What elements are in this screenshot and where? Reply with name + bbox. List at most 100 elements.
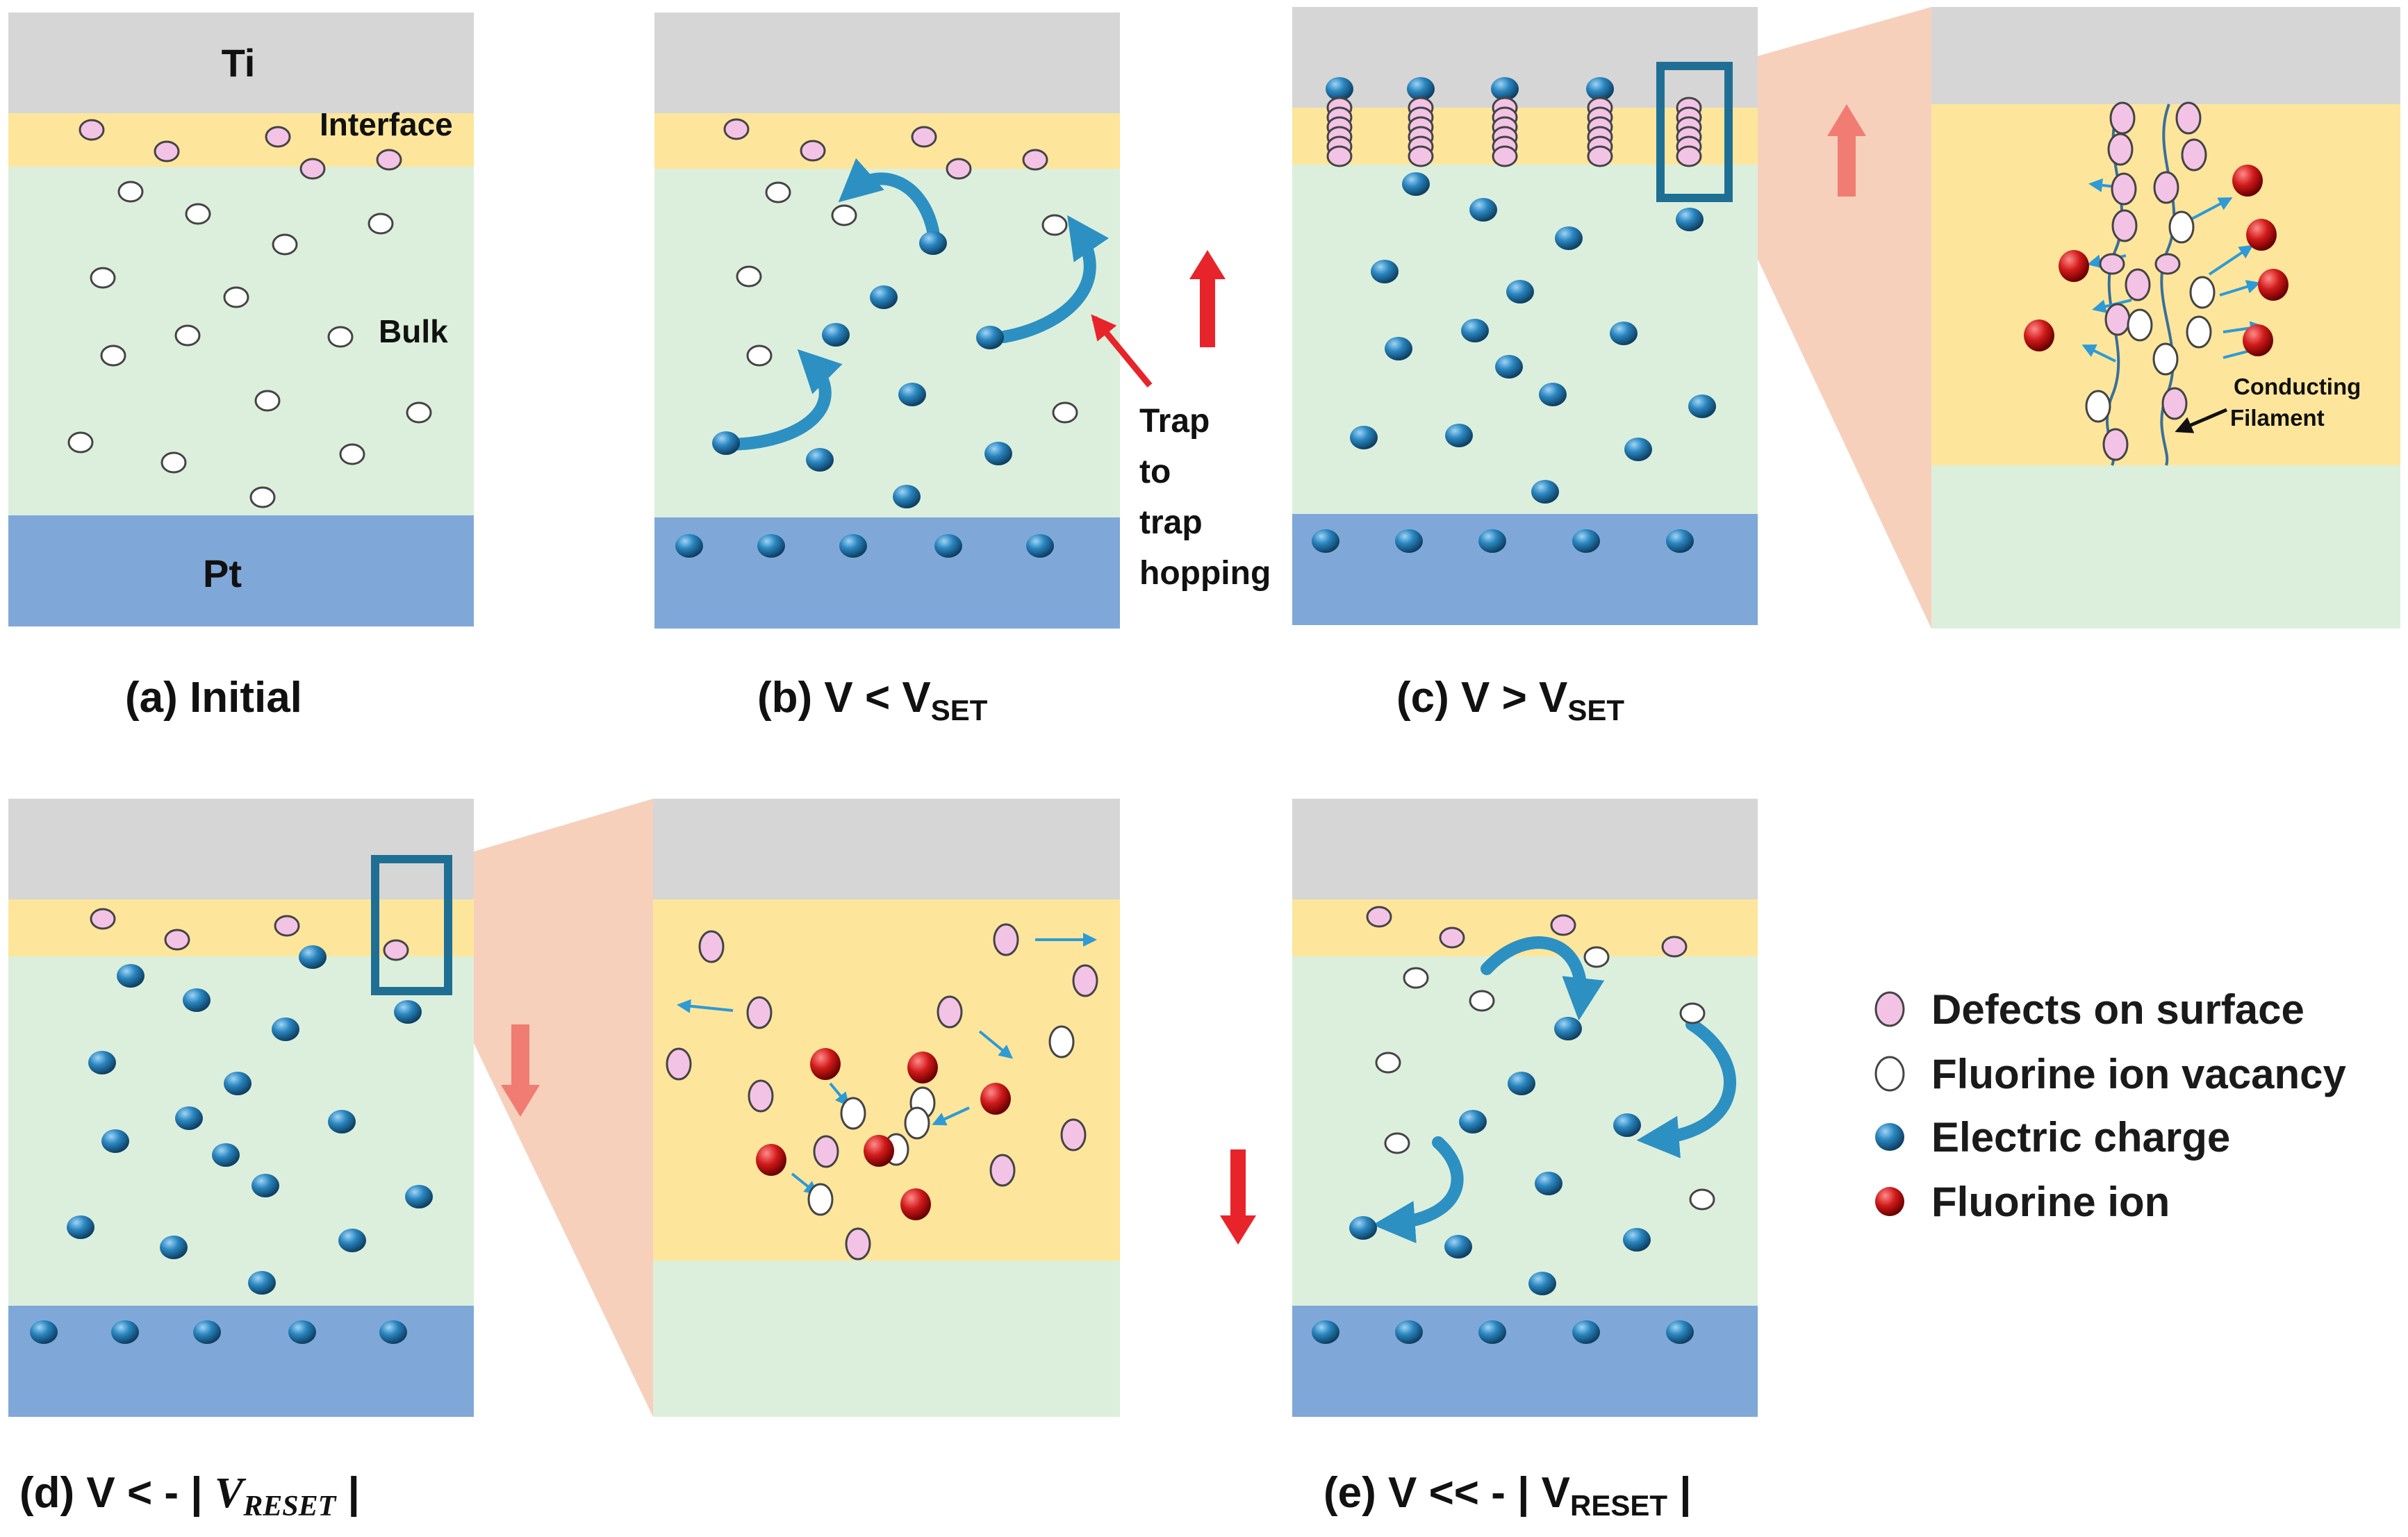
caption-d: (d) V < - | VRESET |	[19, 1469, 360, 1522]
charge-particle	[1469, 198, 1497, 222]
caption-d-var: V	[215, 1470, 247, 1517]
charge-particle	[1478, 529, 1506, 553]
legend-vacancy-label: Fluorine ion vacancy	[1931, 1051, 2346, 1097]
defect-particle	[2161, 387, 2188, 420]
charge-particle	[1572, 529, 1600, 553]
defect-particle	[79, 119, 105, 141]
charge-particle	[379, 1320, 407, 1344]
defect-particle	[1661, 936, 1688, 958]
defect-particle	[698, 930, 725, 963]
vacancy-particle	[1375, 1052, 1401, 1074]
defect-particle	[154, 140, 180, 163]
vacancy-particle	[2186, 315, 2212, 349]
defect-particle	[1492, 145, 1518, 167]
vacancy-particle	[327, 326, 354, 348]
caption-e-end: |	[1667, 1469, 1692, 1518]
legend-defect-label: Defects on surface	[1931, 986, 2304, 1033]
charge-particle	[111, 1320, 139, 1344]
charge-particle	[251, 1174, 279, 1197]
legend-defect-icon	[1874, 991, 1905, 1027]
defect-particle	[723, 118, 750, 140]
legend-item-charge: Electric charge	[1875, 1114, 2230, 1161]
label-conducting: Conducting	[2234, 374, 2361, 399]
defect-particle	[748, 1079, 774, 1113]
charge-particle	[1491, 77, 1519, 101]
ion-particle	[2024, 319, 2054, 351]
defect-particle	[376, 149, 402, 171]
charge-particle	[1350, 426, 1378, 449]
vacancy-particle	[160, 451, 187, 474]
defect-particle	[2111, 209, 2138, 242]
vacancy-particle	[117, 181, 144, 203]
charge-particle	[1312, 529, 1339, 553]
charge-particle	[1539, 383, 1567, 406]
hop-arrows-b	[720, 158, 1110, 451]
defect-particle	[1366, 906, 1392, 928]
legend-charge-label: Electric charge	[1931, 1114, 2230, 1161]
charge-particle	[934, 534, 962, 558]
vacancy-particle	[174, 324, 201, 347]
charge-particle	[893, 485, 921, 508]
defect-particle	[813, 1135, 839, 1168]
ion-particle	[907, 1052, 938, 1083]
filament-pointer-arrow	[2175, 408, 2227, 433]
charge-particle	[1676, 208, 1704, 231]
charge-particle	[394, 1000, 422, 1024]
charge-particle	[1623, 1228, 1651, 1252]
caption-b-sub: SET	[931, 694, 988, 726]
vacancy-particle	[2168, 210, 2195, 244]
caption-e: (e) V << - | VRESET |	[1323, 1469, 1692, 1522]
defect-particle	[1408, 145, 1434, 167]
caption-c-main: (c) V > V	[1396, 674, 1567, 722]
charge-particle	[822, 323, 850, 347]
charge-particle	[1666, 529, 1694, 553]
vacancy-particle	[368, 213, 394, 235]
defect-particle	[2125, 268, 2151, 301]
defect-particle	[989, 1154, 1016, 1187]
vacancy-particle	[2085, 390, 2111, 423]
charge-particle	[1508, 1072, 1535, 1095]
charge-particle	[1312, 1320, 1339, 1344]
charge-particle	[248, 1271, 276, 1295]
charge-particle	[712, 431, 740, 455]
defect-particle	[2102, 428, 2129, 461]
defect-particle	[2111, 172, 2137, 206]
vacancy-particle	[736, 265, 762, 288]
defect-particle	[946, 158, 972, 180]
caption-c-sub: SET	[1567, 694, 1624, 726]
defect-particle	[2181, 138, 2207, 172]
hop-arrows-e	[1372, 936, 1736, 1244]
vacancy-particle	[1384, 1132, 1410, 1154]
charge-particle	[675, 534, 703, 558]
label-filament: Filament	[2230, 405, 2325, 431]
label-pt: Pt	[203, 551, 242, 595]
charge-particle	[1613, 1113, 1641, 1137]
ion-particle	[2243, 324, 2273, 356]
defect-particle	[1326, 145, 1353, 167]
defect-particle	[993, 923, 1019, 956]
charge-particle	[1586, 77, 1614, 101]
ion-particle	[756, 1144, 786, 1176]
defect-particle	[2175, 101, 2202, 135]
charge-particle	[1326, 77, 1353, 101]
charge-particle	[299, 945, 327, 969]
label-trap-3: trap	[1139, 504, 1203, 541]
charge-particle	[338, 1229, 366, 1252]
vacancy-particle	[254, 390, 281, 412]
charge-particle	[1385, 337, 1412, 360]
vacancy-particle	[2127, 308, 2153, 342]
charge-particle	[1349, 1216, 1377, 1240]
legend-ion-label: Fluorine ion	[1931, 1179, 2170, 1225]
vacancy-particle	[185, 203, 211, 225]
charge-particle	[1459, 1110, 1487, 1133]
charge-particle	[175, 1106, 203, 1130]
charge-particle	[224, 1072, 251, 1095]
filament-line-left	[2105, 103, 2124, 466]
charge-particle	[67, 1215, 94, 1239]
defect-particle	[274, 915, 300, 937]
charge-particle	[405, 1185, 433, 1208]
label-trap-4: hopping	[1139, 555, 1271, 592]
vacancy-particle	[1052, 401, 1078, 424]
ion-particle	[864, 1135, 894, 1167]
defect-particle	[164, 929, 190, 951]
